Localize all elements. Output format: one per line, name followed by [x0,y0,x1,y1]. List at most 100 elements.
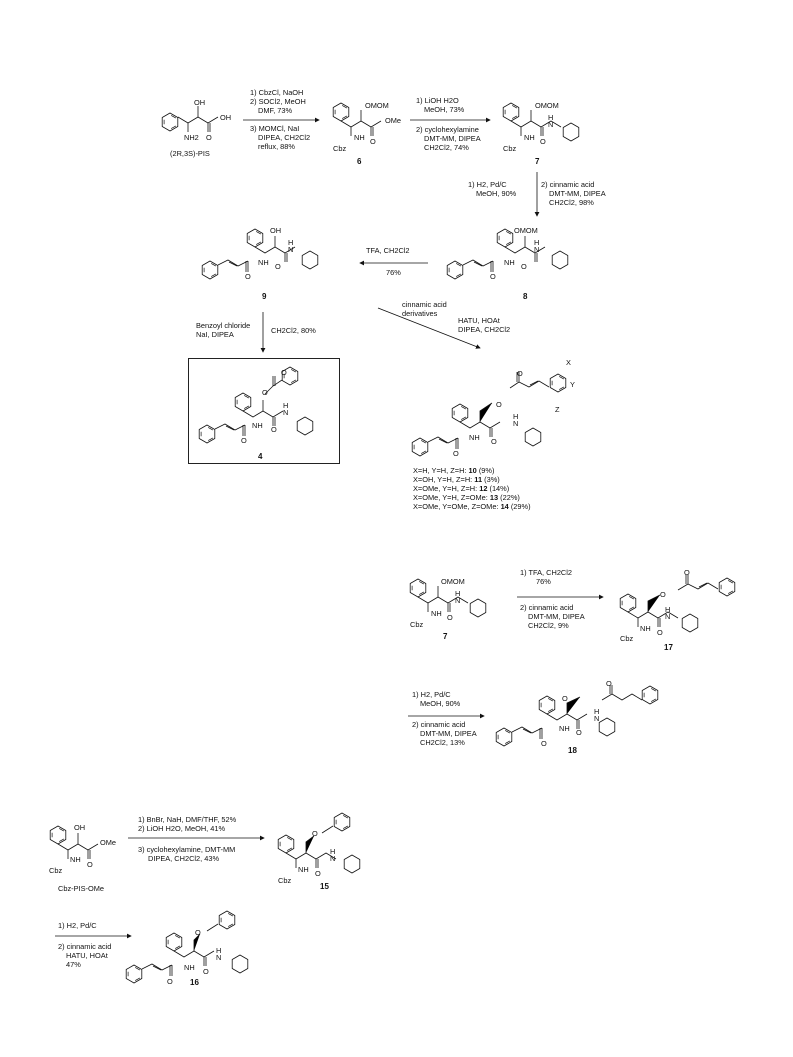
atom-label: O [206,133,212,142]
atom-label: NH [70,855,81,864]
atom-label: O [453,449,459,458]
condition-line: DMF, 73% [258,106,293,115]
atom-label: O [606,679,612,688]
compound-number: 7 [535,157,540,166]
condition-line: 1) CbzCl, NaOH [250,88,304,97]
conditions-r8a: 1) H2, Pd/C MeOH, 90% [412,690,460,708]
condition-line: 1) H2, Pd/C [412,690,451,699]
condition-line: NaI, DIPEA [196,330,234,339]
atom-label: O [241,436,247,445]
atom-label: NH2 [184,133,199,142]
conditions-r2a: 1) LiOH H2O MeOH, 73% [416,96,464,114]
atom-label: OMe [385,116,402,125]
atom-label: N [330,854,336,863]
atom-label: Z [555,405,560,414]
reaction-arrow [408,713,485,719]
compound-number: 17 [664,643,673,652]
atom-label: Y [570,380,575,389]
atom-label: O [562,694,568,703]
compound-caption: (2R,3S)-PIS [170,149,210,158]
atom-label: OMOM [514,226,538,235]
condition-line: 2) LiOH H2O, MeOH, 41% [138,824,226,833]
atom-label: N [548,120,554,129]
atom-label: O [87,860,93,869]
conditions-r9b: 3) cyclohexylamine, DMT-MM DIPEA, CH2Cl2… [138,845,235,863]
condition-line: 1) LiOH H2O [416,96,459,105]
atom-label: N [594,714,600,723]
compound-number: 7 [443,632,448,641]
atom-label: Cbz [503,144,517,153]
condition-line: HATU, HOAt [458,316,500,325]
atom-label: H [594,707,600,716]
atom-label: Cbz [620,634,634,643]
atom-label: NH [258,258,269,267]
conditions-r1b: 3) MOMCl, NaI DIPEA, CH2Cl2 reflux, 88% [250,124,310,151]
condition-line: 1) TFA, CH2Cl2 [520,568,573,577]
atom-label: N [513,419,519,428]
conditions-r3a: 1) H2, Pd/C MeOH, 90% [468,180,516,198]
conditions-r5a: Benzoyl chloride NaI, DIPEA [196,321,250,339]
molecule-7 [502,102,580,142]
atom-label: O [195,928,201,937]
reaction-arrow [128,835,265,841]
conditions-r7b: 2) cinnamic acid DMT-MM, DIPEA CH2Cl2, 9… [520,603,585,630]
atom-label: O [167,977,173,986]
reaction-arrow [410,117,491,123]
condition-line: MeOH, 90% [420,699,461,708]
compound-number: 8 [523,292,528,301]
derivative-row: X=H, Y=H, Z=H: 10 (9%) [413,466,495,475]
condition-line: cinnamic acid [402,300,447,309]
condition-line: CH2Cl2, 80% [271,326,316,335]
atom-label: O [521,262,527,271]
atom-label: H [283,401,289,410]
molecule-15 [277,812,361,874]
condition-line: HATU, HOAt [66,951,108,960]
atom-label: H [455,589,461,598]
atom-label: N [283,408,289,417]
conditions-r8b: 2) cinnamic acid DMT-MM, DIPEA CH2Cl2, 1… [412,720,477,747]
compound-number: 4 [258,452,263,461]
conditions-r7a: 1) TFA, CH2Cl2 76% [520,568,572,586]
atom-label: NH [184,963,195,972]
condition-line: 2) cinnamic acid [58,942,112,951]
atom-label: OH [270,226,282,235]
atom-label: NH [354,133,365,142]
atom-label: H [534,238,540,247]
compound-caption: Cbz-PIS-OMe [58,884,104,893]
atom-label: O [370,137,376,146]
atom-label: Cbz [333,144,347,153]
atom-label: O [245,272,251,281]
atom-label: O [576,728,582,737]
derivative-list: X=H, Y=H, Z=H: 10 (9%) X=OH, Y=H, Z=H: 1… [413,466,531,511]
condition-line: CH2Cl2, 9% [528,621,569,630]
conditions-r10b: 2) cinnamic acid HATU, HOAt 47% [58,942,111,969]
atom-label: OMe [100,838,117,847]
atom-label: O [517,369,523,378]
molecule-9 [201,228,319,280]
atom-label: OMOM [535,101,559,110]
reaction-arrow [359,260,428,266]
reaction-arrow [55,933,132,939]
atom-label: O [541,739,547,748]
molecule-8 [446,228,569,280]
compound-number: 18 [568,746,577,755]
condition-line: 2) cinnamic acid [520,603,574,612]
condition-line: 1) H2, Pd/C [58,921,97,930]
atom-label: O [490,272,496,281]
condition-line: DMT-MM, DIPEA [528,612,585,621]
conditions-r6b: HATU, HOAt DIPEA, CH2Cl2 [458,316,510,334]
condition-line: 3) cyclohexylamine, DMT-MM [138,845,236,854]
atom-label: NH [640,624,651,633]
condition-line: Benzoyl chloride [196,321,251,330]
condition-line: 1) BnBr, NaH, DMF/THF, 52% [138,815,237,824]
atom-label: H [330,847,336,856]
condition-line: MeOH, 73% [424,105,465,114]
atom-label: O [447,613,453,622]
condition-line: 3) MOMCl, NaI [250,124,300,133]
condition-line: CH2Cl2, 13% [420,738,465,747]
atom-label: O [315,869,321,878]
molecule-pis [161,92,238,132]
atom-label: Cbz [278,876,292,885]
atom-label: OMOM [365,101,389,110]
condition-line: 47% [66,960,81,969]
